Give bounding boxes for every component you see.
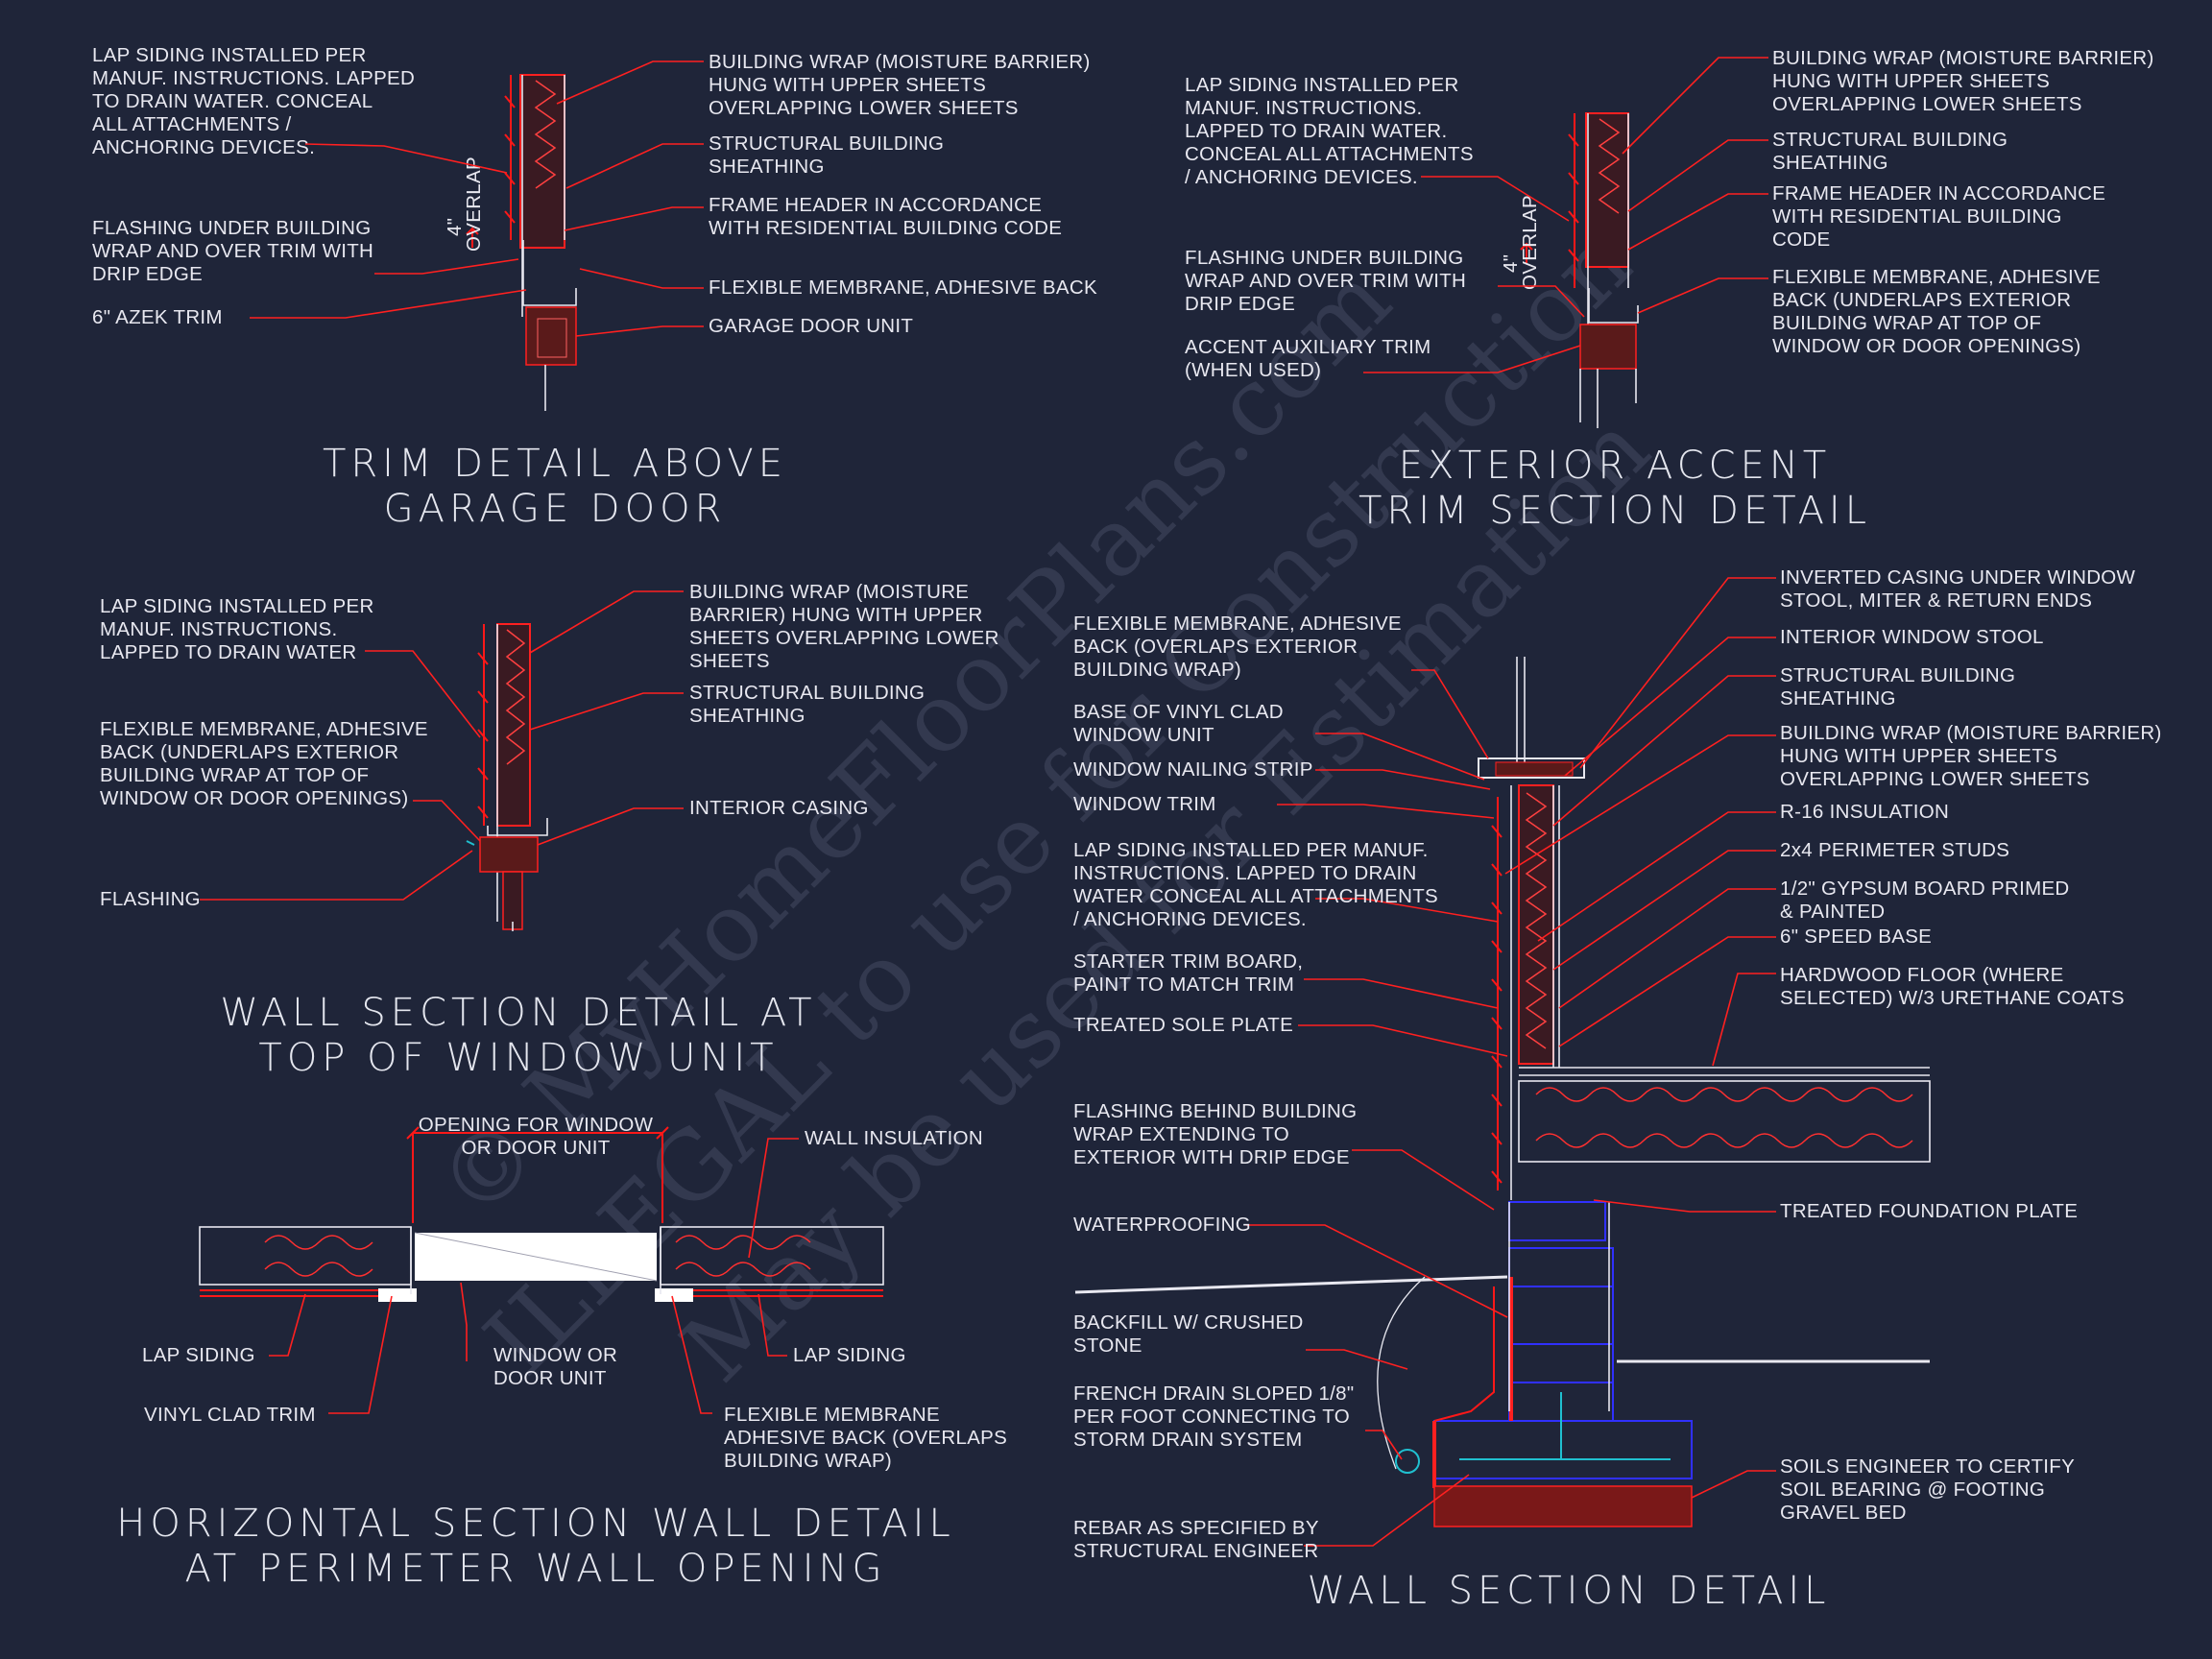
wall-label-speed-base: 6" SPEED BASE [1780, 926, 1932, 948]
horizontal-label-lap-right: LAP SIDING [793, 1344, 906, 1366]
horizontal-drawing [199, 1126, 884, 1302]
garage-dim-label: OVERLAP [463, 156, 485, 252]
wall-label-sole-plate: TREATED SOLE PLATE [1073, 1014, 1293, 1036]
garage-labels-right: BUILDING WRAP (MOISTURE BARRIER)HUNG WIT… [709, 51, 1097, 337]
wall-label-lap-siding: LAP SIDING INSTALLED PER MANUF.INSTRUCTI… [1073, 839, 1438, 930]
accent-labels-right: BUILDING WRAP (MOISTURE BARRIER)HUNG WIT… [1772, 47, 2154, 357]
accent-dim-value: 4" [1500, 254, 1522, 273]
wall-title: WALL SECTION DETAIL [1308, 1569, 1831, 1613]
garage-label-azek-trim: 6" AZEK TRIM [92, 306, 223, 328]
wall-label-building-wrap: BUILDING WRAP (MOISTURE BARRIER)HUNG WIT… [1780, 722, 2162, 790]
wall-leaders [1246, 577, 1776, 1547]
wall-label-starter-trim: STARTER TRIM BOARD,PAINT TO MATCH TRIM [1073, 950, 1303, 996]
wall-label-nailing-strip: WINDOW NAILING STRIP [1073, 758, 1313, 781]
window-top-label-flashing: FLASHING [100, 888, 201, 910]
accent-dimension: 4" OVERLAP [1500, 195, 1541, 290]
garage-label-membrane: FLEXIBLE MEMBRANE, ADHESIVE BACK [709, 276, 1097, 299]
window-top-leaders [200, 590, 684, 901]
window-top-label-interior-casing: INTERIOR CASING [689, 797, 869, 819]
wall-drawing [1074, 657, 1931, 1527]
garage-label-building-wrap: BUILDING WRAP (MOISTURE BARRIER)HUNG WIT… [709, 51, 1091, 119]
garage-dim-value: 4" [444, 218, 466, 236]
accent-dim-label: OVERLAP [1519, 195, 1541, 290]
watermark-line-2: ILLEGAL to use for Construction [465, 208, 1652, 1396]
horizontal-label-insulation: WALL INSULATION [805, 1127, 983, 1149]
horizontal-label-lap-left: LAP SIDING [142, 1344, 255, 1366]
wall-label-window-trim: WINDOW TRIM [1073, 793, 1216, 815]
accent-leaders [1363, 57, 1768, 373]
wall-label-insulation: R-16 INSULATION [1780, 801, 1949, 823]
wall-label-french-drain: FRENCH DRAIN SLOPED 1/8"PER FOOT CONNECT… [1073, 1382, 1354, 1451]
wall-label-foundation-plate: TREATED FOUNDATION PLATE [1780, 1200, 2078, 1222]
garage-leaders [250, 60, 704, 337]
garage-label-door-unit: GARAGE DOOR UNIT [709, 315, 913, 337]
accent-label-building-wrap: BUILDING WRAP (MOISTURE BARRIER)HUNG WIT… [1772, 47, 2154, 115]
wall-label-gypsum: 1/2" GYPSUM BOARD PRIMED& PAINTED [1780, 878, 2070, 923]
garage-dimension: 4" OVERLAP [444, 156, 485, 252]
window-top-drawing [466, 623, 548, 931]
wall-label-waterproofing: WATERPROOFING [1073, 1214, 1251, 1236]
wall-label-window-stool: INTERIOR WINDOW STOOL [1780, 626, 2044, 648]
wall-label-studs: 2x4 PERIMETER STUDS [1780, 839, 2009, 861]
accent-drawing [1520, 112, 1639, 428]
horizontal-leaders [269, 1138, 799, 1414]
accent-label-aux-trim: ACCENT AUXILIARY TRIM(WHEN USED) [1185, 336, 1431, 381]
horizontal-label-vinyl-trim: VINYL CLAD TRIM [144, 1404, 316, 1426]
